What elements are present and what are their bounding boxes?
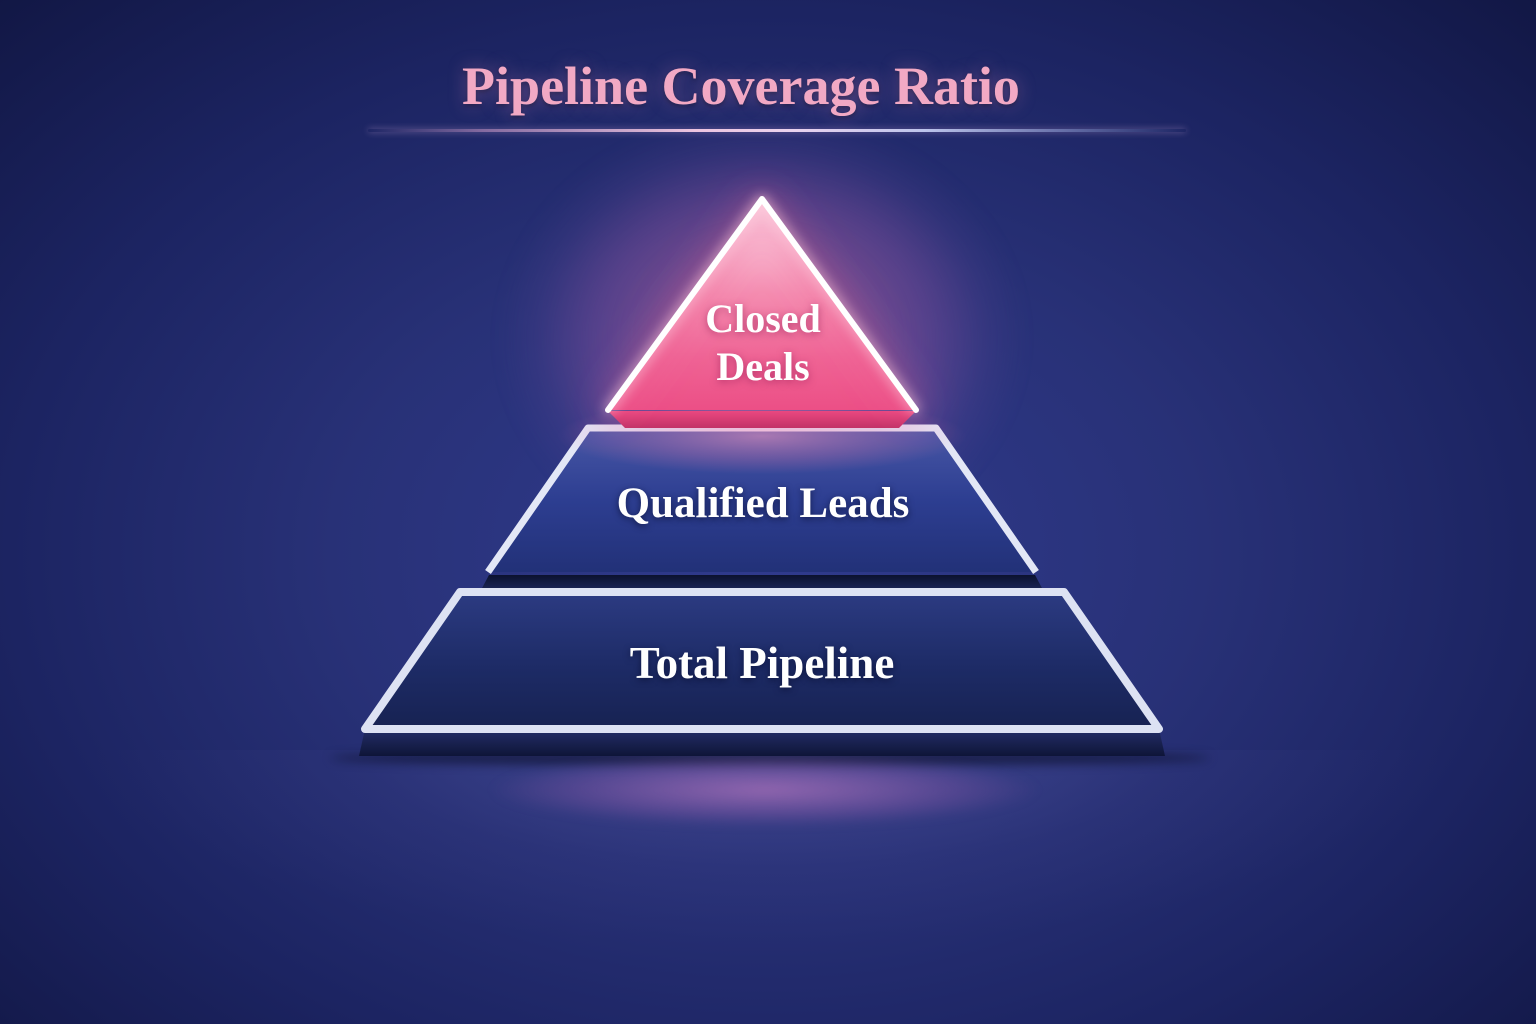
tier-label-total-pipeline: Total Pipeline [629, 638, 895, 688]
page-title: Pipeline Coverage Ratio [462, 56, 1020, 116]
closed-deals-edge [605, 196, 919, 413]
closed-deals-bevel [608, 411, 916, 428]
tier-shape-closed-deals [605, 196, 919, 428]
title-divider [368, 129, 1186, 132]
total-pipeline-face [361, 588, 1163, 733]
tier-label-closed-deals: Closed Deals [705, 296, 821, 389]
qualified-leads-bevel [481, 575, 1043, 590]
tier-shape-total-pipeline [359, 588, 1165, 756]
closed-deals-face [608, 199, 916, 410]
tier-label-qualified-leads: Qualified Leads [616, 480, 910, 527]
total-pipeline-base [359, 729, 1165, 756]
floor-reflection-glow [420, 744, 1110, 836]
